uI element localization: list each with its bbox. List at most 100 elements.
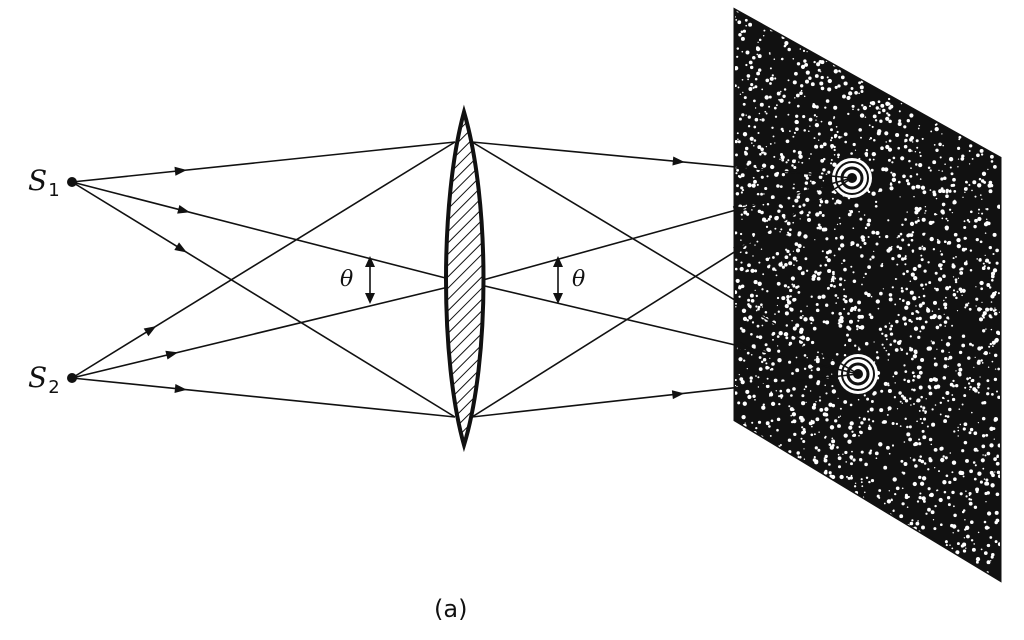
speckle-grain xyxy=(820,87,823,89)
speckle-grain xyxy=(757,517,761,521)
speckle-grain xyxy=(779,230,781,233)
speckle-grain xyxy=(946,576,950,579)
speckle-grain xyxy=(972,461,976,464)
speckle-grain xyxy=(889,343,892,346)
speckle-grain xyxy=(921,137,924,140)
speckle-grain xyxy=(801,559,805,563)
speckle-grain xyxy=(980,548,983,551)
speckle-grain xyxy=(754,525,758,528)
speckle-grain xyxy=(745,534,748,537)
speckle-grain xyxy=(846,95,851,100)
speckle-grain xyxy=(898,76,901,79)
speckle-grain xyxy=(864,462,868,467)
speckle-grain xyxy=(945,474,949,478)
speckle-grain xyxy=(989,352,991,354)
speckle-grain xyxy=(851,430,854,433)
speckle-grain xyxy=(942,376,947,380)
speckle-grain xyxy=(776,417,781,422)
speckle-grain xyxy=(786,520,790,523)
speckle-grain xyxy=(962,549,967,553)
speckle-grain xyxy=(769,82,772,85)
speckle-grain xyxy=(745,554,748,557)
speckle-grain xyxy=(781,544,786,548)
speckle-grain xyxy=(851,450,853,453)
speckle-grain xyxy=(897,146,901,150)
speckle-grain xyxy=(890,498,893,501)
speckle-grain xyxy=(855,324,859,328)
speckle-grain xyxy=(798,205,802,208)
speckle-grain xyxy=(803,458,806,460)
speckle-grain xyxy=(885,445,890,450)
speckle-grain xyxy=(827,170,831,174)
speckle-grain xyxy=(889,15,893,19)
speckle-grain xyxy=(915,571,919,576)
speckle-grain xyxy=(858,60,862,65)
speckle-grain xyxy=(737,140,741,144)
speckle-grain xyxy=(977,391,980,394)
ray-arrowhead xyxy=(165,350,179,360)
speckle-grain xyxy=(975,297,979,301)
speckle-grain xyxy=(920,84,923,87)
speckle-grain xyxy=(901,257,905,261)
speckle-grain xyxy=(882,288,885,290)
speckle-grain xyxy=(798,26,803,31)
speckle-grain xyxy=(834,505,838,509)
speckle-grain xyxy=(894,29,899,33)
speckle-grain xyxy=(944,356,948,361)
speckle-grain xyxy=(765,519,768,521)
speckle-grain xyxy=(824,454,828,459)
speckle-grain xyxy=(970,539,974,542)
speckle-grain xyxy=(767,482,772,487)
speckle-grain xyxy=(874,451,879,456)
speckle-grain xyxy=(925,61,928,65)
speckle-grain xyxy=(955,564,960,569)
speckle-grain xyxy=(877,17,881,22)
speckle-grain xyxy=(941,339,943,341)
speckle-grain xyxy=(881,52,883,55)
speckle-grain xyxy=(785,336,789,340)
speckle-grain xyxy=(817,68,821,72)
speckle-grain xyxy=(828,443,832,446)
speckle-grain xyxy=(755,294,758,298)
speckle-grain xyxy=(923,565,928,570)
speckle-grain xyxy=(793,432,797,437)
speckle-grain xyxy=(744,452,746,455)
speckle-grain xyxy=(787,159,790,162)
speckle-grain xyxy=(928,458,933,463)
speckle-grain xyxy=(911,519,914,522)
speckle-grain xyxy=(917,520,919,522)
speckle-grain xyxy=(871,151,876,157)
speckle-grain xyxy=(768,395,771,397)
speckle-grain xyxy=(846,527,849,530)
speckle-grain xyxy=(843,81,848,86)
speckle-grain xyxy=(983,116,987,121)
speckle-grain xyxy=(974,195,977,198)
speckle-grain xyxy=(813,60,816,64)
speckle-grain xyxy=(857,347,861,351)
speckle-grain xyxy=(829,498,833,502)
speckle-grain xyxy=(965,68,968,71)
speckle-grain xyxy=(837,424,841,428)
speckle-grain xyxy=(986,560,991,565)
speckle-grain xyxy=(801,509,804,512)
speckle-grain xyxy=(878,50,881,53)
speckle-grain xyxy=(963,394,967,398)
speckle-grain xyxy=(869,101,873,105)
speckle-grain xyxy=(897,18,901,22)
speckle-grain xyxy=(921,496,926,501)
speckle-grain xyxy=(885,338,888,341)
speckle-grain xyxy=(930,340,933,342)
speckle-grain xyxy=(868,570,872,574)
speckle-grain xyxy=(939,523,943,527)
speckle-grain xyxy=(877,100,881,104)
speckle-grain xyxy=(749,136,754,141)
speckle-grain xyxy=(968,184,971,186)
speckle-grain xyxy=(906,425,909,429)
speckle-grain xyxy=(982,16,985,19)
speckle-grain xyxy=(777,310,780,313)
speckle-grain xyxy=(993,417,999,422)
speckle-grain xyxy=(975,556,981,562)
speckle-grain xyxy=(862,531,864,533)
speckle-grain xyxy=(827,87,832,92)
speckle-grain xyxy=(977,27,982,33)
